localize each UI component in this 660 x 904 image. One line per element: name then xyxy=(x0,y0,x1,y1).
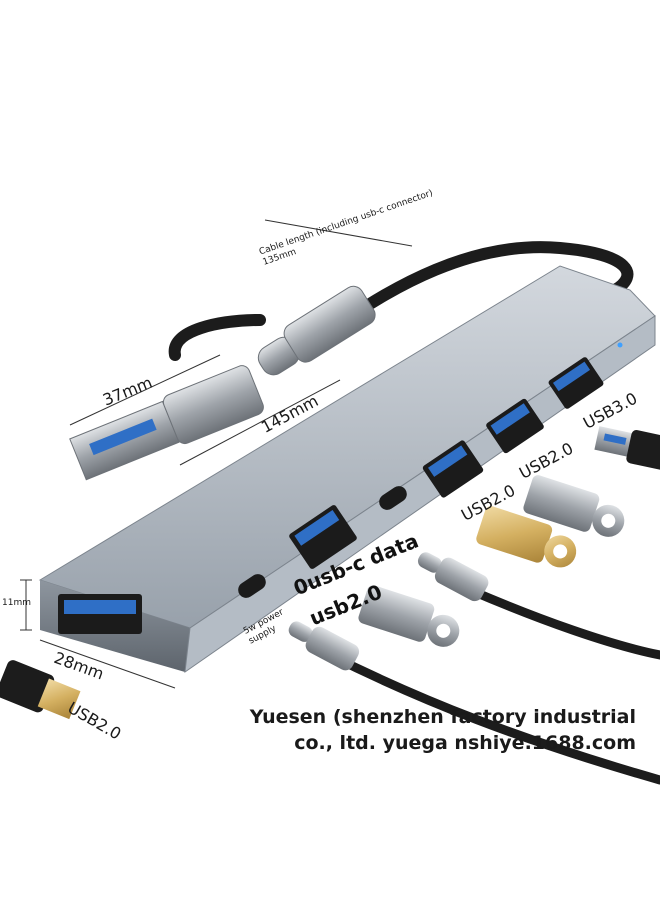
usb-c-plug-2 xyxy=(288,621,360,671)
usb-c-plug xyxy=(417,552,489,602)
usb-c-cable-front xyxy=(325,585,660,785)
usb-c-power-port-icon xyxy=(238,574,266,598)
usb-flash-drive-silver-2 xyxy=(358,585,460,647)
usb-a-port-icon xyxy=(289,505,357,569)
usb-c-connector xyxy=(257,285,376,376)
usb-a-connector xyxy=(69,365,264,481)
usb-c-data-port-icon xyxy=(379,486,407,510)
usb-c-cable xyxy=(168,241,634,361)
usb-a-plug-right xyxy=(594,426,660,470)
hub-ports xyxy=(58,357,604,634)
watermark: Yuesen (shenzhen factory industrial co.,… xyxy=(250,704,636,756)
height-11mm-label: 11mm xyxy=(2,598,31,608)
power-led-icon xyxy=(617,342,623,348)
usb-a-port-icon xyxy=(422,440,484,498)
usb-flash-drive-silver xyxy=(523,475,625,537)
usb-dongle xyxy=(0,660,81,720)
dimension-lines xyxy=(20,219,413,689)
usb-flash-drive-gold xyxy=(476,506,577,568)
watermark-line2: co., ltd. yuega nshiye.1688.com xyxy=(294,732,636,754)
watermark-line1: Yuesen (shenzhen factory industrial xyxy=(249,706,636,728)
